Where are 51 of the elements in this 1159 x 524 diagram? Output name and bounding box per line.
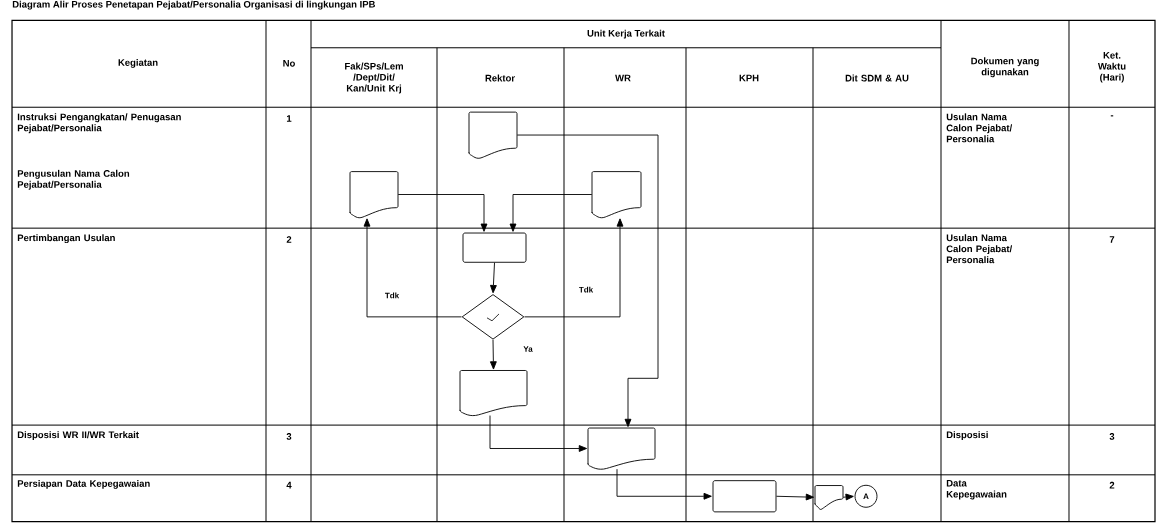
arrow bbox=[842, 493, 854, 501]
decision-diamond bbox=[461, 294, 525, 340]
cell-text: 1 bbox=[286, 115, 292, 122]
edge-label: Tdk bbox=[385, 292, 400, 299]
column-header: Unit Kerja Terkait bbox=[587, 29, 665, 39]
arrow bbox=[489, 339, 497, 370]
cell-text: Data Kepegawaian bbox=[946, 479, 1007, 500]
column-header: Rektor bbox=[485, 74, 515, 82]
document-shape bbox=[587, 427, 656, 470]
arrow bbox=[489, 415, 588, 452]
diagram-title: Diagram Alir Proses Penetapan Pejabat/Personalia Organisasi di lingkungan IPB bbox=[12, 0, 375, 10]
column-header: Kegiatan bbox=[118, 58, 158, 68]
cell-text: Pengusulan Nama Calon Pejabat/Personalia bbox=[17, 169, 130, 190]
arrow bbox=[776, 493, 814, 501]
column-header: Dit SDM & AU bbox=[845, 74, 909, 82]
cell-text: Disposisi bbox=[946, 431, 988, 441]
cell-text: 3 bbox=[1109, 433, 1115, 440]
cell-text: Usulan Nama Calon Pejabat/ Personalia bbox=[946, 234, 1013, 264]
document-shape bbox=[349, 171, 399, 219]
cell-text: 3 bbox=[286, 433, 292, 440]
column-header: Fak/SPs/Lem /Dept/Dit/ Kan/Unit Krj bbox=[345, 62, 403, 94]
arrow bbox=[490, 262, 497, 294]
document-shape bbox=[591, 171, 642, 219]
cell-text: 7 bbox=[1109, 236, 1115, 243]
document-shape bbox=[468, 111, 518, 159]
arrow bbox=[397, 194, 488, 232]
arrow bbox=[616, 468, 712, 500]
arrow bbox=[524, 218, 624, 318]
cell-text: Usulan Nama Calon Pejabat/ Personalia bbox=[946, 113, 1013, 143]
column-header: Dokumen yang digunakan bbox=[971, 57, 1039, 78]
cell-text: 2 bbox=[286, 236, 292, 243]
document-shape bbox=[814, 485, 844, 510]
column-header: No bbox=[283, 60, 295, 67]
column-header: KPH bbox=[739, 74, 759, 82]
process-box bbox=[712, 480, 777, 513]
arrow bbox=[363, 218, 462, 318]
cell-text: 2 bbox=[1109, 481, 1115, 489]
cell-text: 4 bbox=[286, 481, 292, 489]
cell-text: Instruksi Pengangkatan/ Penugasan Pejabat/Personalia bbox=[17, 113, 181, 134]
cell-text: Persiapan Data Kepegawaian bbox=[17, 479, 150, 489]
edge-label: Tdk bbox=[579, 286, 594, 293]
cell-text: Disposisi WR II/WR Terkait bbox=[17, 431, 139, 441]
arrow bbox=[509, 194, 593, 232]
arrow bbox=[516, 134, 659, 428]
document-shape bbox=[459, 370, 528, 417]
column-header: WR bbox=[615, 74, 631, 82]
cell-text: - bbox=[1110, 115, 1114, 117]
edge-label: Ya bbox=[523, 346, 533, 352]
column-header: Ket. Waktu (Hari) bbox=[1097, 52, 1126, 83]
process-box bbox=[462, 232, 527, 263]
cell-text: Pertimbangan Usulan bbox=[17, 234, 115, 244]
